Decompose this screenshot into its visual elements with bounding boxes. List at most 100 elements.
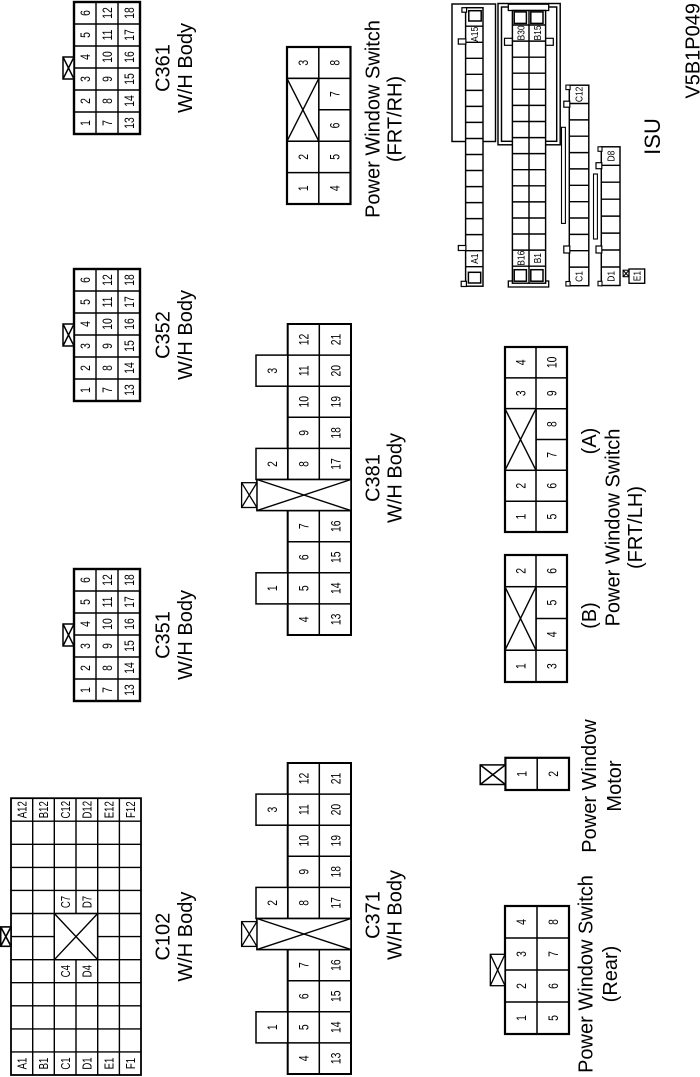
svg-text:D1: D1	[81, 1057, 95, 1069]
svg-text:6: 6	[296, 554, 312, 560]
svg-text:2: 2	[78, 665, 94, 671]
svg-text:10: 10	[544, 357, 560, 369]
svg-text:5: 5	[546, 1015, 562, 1021]
svg-text:3: 3	[78, 343, 94, 349]
svg-text:7: 7	[327, 91, 343, 97]
svg-text:4: 4	[513, 359, 529, 365]
svg-text:5: 5	[327, 154, 343, 160]
svg-text:3: 3	[78, 76, 94, 82]
svg-text:W/H Body: W/H Body	[385, 870, 407, 960]
svg-text:2: 2	[513, 483, 529, 489]
svg-text:12: 12	[100, 7, 116, 19]
svg-text:1: 1	[295, 185, 311, 191]
svg-text:16: 16	[328, 520, 344, 532]
svg-text:C12: C12	[574, 87, 585, 103]
svg-text:6: 6	[546, 983, 562, 989]
svg-text:12: 12	[296, 773, 312, 785]
svg-text:6: 6	[544, 483, 560, 489]
svg-text:4: 4	[78, 621, 94, 627]
svg-text:13: 13	[122, 684, 138, 696]
svg-text:4: 4	[296, 1055, 312, 1061]
svg-text:14: 14	[122, 95, 138, 107]
svg-text:5: 5	[296, 585, 312, 591]
svg-text:17: 17	[122, 296, 138, 308]
svg-text:15: 15	[122, 73, 138, 85]
svg-text:C1: C1	[60, 1057, 74, 1069]
svg-text:D12: D12	[81, 801, 95, 819]
svg-text:2: 2	[264, 461, 280, 467]
svg-text:3: 3	[514, 951, 530, 957]
svg-text:5: 5	[78, 32, 94, 38]
svg-text:20: 20	[328, 365, 344, 377]
svg-text:4: 4	[514, 919, 530, 925]
svg-text:17: 17	[328, 897, 344, 909]
svg-text:(B): (B)	[579, 602, 601, 629]
svg-text:11: 11	[296, 804, 312, 815]
svg-text:7: 7	[100, 687, 116, 693]
svg-text:3: 3	[264, 807, 280, 813]
svg-text:5: 5	[78, 299, 94, 305]
svg-text:W/H Body: W/H Body	[385, 433, 407, 523]
svg-text:18: 18	[122, 274, 138, 286]
svg-text:E1: E1	[632, 271, 643, 281]
svg-text:14: 14	[328, 582, 344, 594]
svg-text:1: 1	[513, 663, 529, 669]
svg-text:15: 15	[122, 640, 138, 652]
svg-text:7: 7	[544, 452, 560, 458]
svg-text:15: 15	[328, 551, 344, 563]
svg-text:8: 8	[296, 900, 312, 906]
svg-text:F1: F1	[125, 1058, 139, 1069]
svg-text:B15: B15	[532, 25, 543, 40]
svg-text:11: 11	[100, 29, 116, 40]
svg-text:8: 8	[544, 421, 560, 427]
svg-text:19: 19	[328, 835, 344, 847]
svg-text:5: 5	[296, 1024, 312, 1030]
svg-text:3: 3	[513, 390, 529, 396]
svg-text:16: 16	[122, 51, 138, 63]
svg-text:21: 21	[328, 334, 344, 346]
svg-text:13: 13	[328, 614, 344, 626]
svg-text:11: 11	[100, 296, 116, 307]
svg-text:7: 7	[100, 387, 116, 393]
svg-text:V5B1P049: V5B1P049	[682, 3, 700, 99]
svg-text:W/H Body: W/H Body	[175, 23, 197, 113]
svg-text:17: 17	[328, 458, 344, 470]
svg-text:1: 1	[78, 387, 94, 393]
svg-text:4: 4	[544, 631, 560, 637]
svg-text:C352: C352	[153, 311, 175, 359]
svg-text:W/H Body: W/H Body	[175, 590, 197, 680]
svg-text:18: 18	[122, 7, 138, 19]
svg-text:1: 1	[78, 687, 94, 693]
svg-text:10: 10	[296, 835, 312, 847]
svg-text:D8: D8	[606, 151, 617, 162]
svg-text:1: 1	[264, 585, 280, 591]
svg-text:Power Window: Power Window	[579, 719, 601, 853]
svg-text:10: 10	[100, 618, 116, 630]
svg-text:5: 5	[78, 599, 94, 605]
svg-text:Power Window Switch: Power Window Switch	[363, 20, 385, 218]
svg-text:2: 2	[295, 154, 311, 160]
svg-text:(Rear): (Rear)	[600, 946, 622, 1003]
svg-text:B1: B1	[532, 253, 543, 263]
svg-text:C4: C4	[60, 965, 74, 978]
svg-text:15: 15	[328, 990, 344, 1002]
svg-text:8: 8	[100, 665, 116, 671]
svg-text:D4: D4	[81, 965, 95, 978]
svg-text:9: 9	[100, 76, 116, 82]
svg-text:8: 8	[100, 365, 116, 371]
svg-text:C7: C7	[60, 896, 74, 908]
svg-text:7: 7	[546, 951, 562, 957]
svg-text:8: 8	[296, 461, 312, 467]
svg-text:Power Window Switch: Power Window Switch	[576, 875, 598, 1073]
svg-text:C351: C351	[153, 611, 175, 659]
svg-text:9: 9	[100, 643, 116, 649]
svg-text:7: 7	[296, 523, 312, 529]
svg-text:7: 7	[100, 120, 116, 126]
svg-text:16: 16	[122, 318, 138, 330]
svg-text:9: 9	[296, 430, 312, 436]
svg-text:18: 18	[328, 866, 344, 878]
svg-text:5: 5	[544, 600, 560, 606]
svg-text:B12: B12	[38, 801, 52, 818]
svg-text:13: 13	[328, 1053, 344, 1065]
svg-text:2: 2	[264, 900, 280, 906]
